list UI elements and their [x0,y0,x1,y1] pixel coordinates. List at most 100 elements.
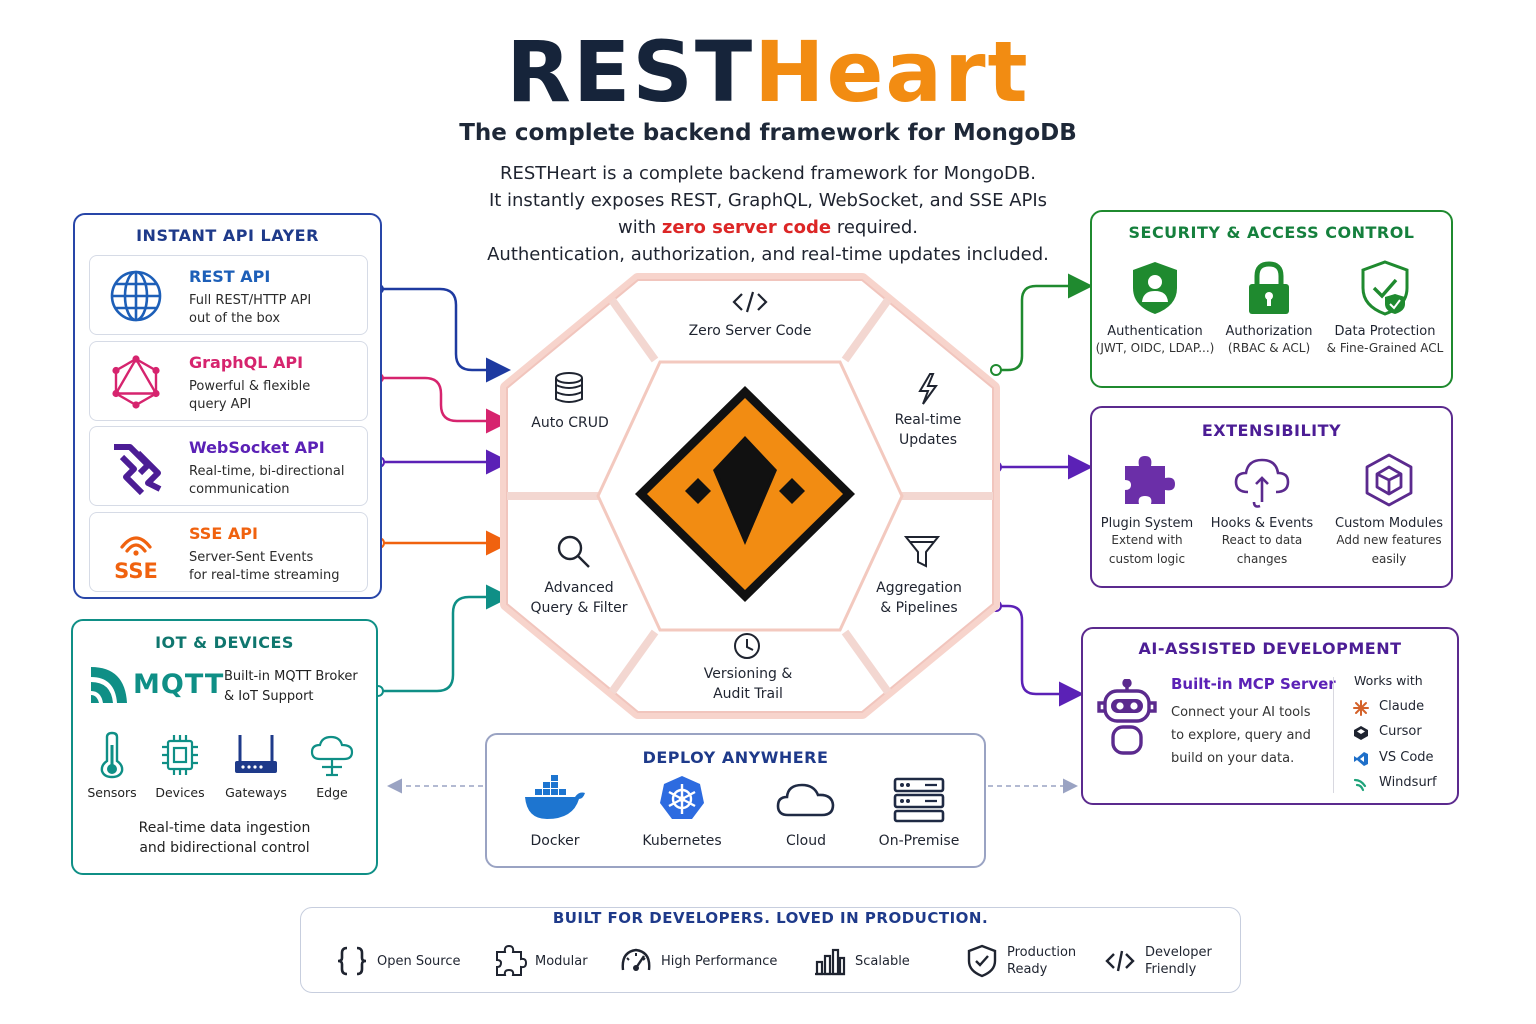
ai-development-panel: AI-ASSISTED DEVELOPMENT Built-in MCP Ser… [1081,627,1459,805]
gauge-icon [621,948,651,971]
sec-data-sub: & Fine-Grained ACL [1326,341,1444,355]
ext-modules-sub2: easily [1371,552,1407,566]
sec-data-title: Data Protection [1334,324,1436,339]
ai-body: Connect your AI tools to explore, query … [1171,701,1311,770]
kubernetes-icon [660,776,704,819]
rest-connector [374,284,511,383]
rest-api-card[interactable]: REST API Full REST/HTTP API out of the b… [89,255,368,335]
footer-developer-l1: Developer [1145,945,1212,960]
ai-title: AI-ASSISTED DEVELOPMENT [1138,639,1402,658]
sse-icon: SSE [114,536,158,581]
websocket-api-desc-2: communication [189,482,290,497]
page-subtitle: The complete backend framework for Mongo… [459,120,1077,146]
iot-gateways-label: Gateways [225,785,287,800]
edge-cloud-icon [310,735,354,777]
graphql-api-name: GraphQL API [189,353,304,372]
ai-heading: Built-in MCP Server [1171,675,1336,693]
tool-windsurf: Windsurf [1379,775,1437,790]
puzzle-icon [1125,456,1175,504]
footer-developer-text: Developer Friendly [1145,944,1212,978]
sec-auth-sub: (JWT, OIDC, LDAP...) [1095,341,1215,355]
desc-line-3: with zero server code required. [0,214,1536,241]
desc-line-2: It instantly exposes REST, GraphQL, WebS… [488,190,1048,211]
deploy-cloud: Cloud [751,775,861,849]
iot-connector [372,584,511,697]
graphql-api-desc-1: Powerful & flexible [189,379,311,394]
iot-devices: Devices [142,731,218,800]
rest-api-desc-2: out of the box [189,311,281,326]
ai-line-2: to explore, query and [1171,728,1311,743]
extensibility-panel: EXTENSIBILITY Plugin System Extend with … [1090,406,1453,588]
extensibility-connector [990,454,1093,480]
websocket-api-name: WebSocket API [189,438,325,457]
puzzle-outline-icon [496,944,527,976]
desc-line-4: Authentication, authorization, and real-… [487,244,1049,265]
extensibility-title: EXTENSIBILITY [1201,421,1342,440]
footer-high-performance: High Performance [619,941,777,981]
footer-high-performance-label: High Performance [661,953,778,969]
tool-claude: Claude [1379,699,1425,714]
ext-custom-modules: Custom Modules Add new features easily [1329,452,1449,569]
ai-divider [1333,677,1334,793]
check-shield-icon [1361,260,1409,316]
user-shield-icon [1133,262,1177,314]
core-crud-label: Auto CRUD [531,415,609,431]
footer-panel: BUILT FOR DEVELOPERS. LOVED IN PRODUCTIO… [300,907,1241,993]
sec-auth-title: Authentication [1107,324,1203,339]
core-version-l1: Versioning & [703,666,793,682]
deploy-kubernetes: Kubernetes [627,775,737,849]
iot-sensors: Sensors [74,731,150,800]
footer-production-l2: Ready [1007,962,1048,977]
graphql-api-card[interactable]: GraphQL API Powerful & flexible query AP… [89,341,368,421]
works-with-label: Works with [1354,673,1423,688]
security-title: SECURITY & ACCESS CONTROL [1128,223,1415,242]
security-connector [990,273,1093,376]
websocket-icon [114,444,162,495]
deploy-kubernetes-label: Kubernetes [642,833,722,849]
iot-sensors-label: Sensors [87,785,137,800]
sse-api-card[interactable]: SSE SSE API Server-Sent Events for real-… [89,512,368,592]
footer-production-l1: Production [1007,945,1077,960]
sec-authentication: Authentication (JWT, OIDC, LDAP...) [1095,260,1215,358]
footer-scalable: Scalable [813,941,910,981]
footer-developer-l2: Friendly [1145,962,1197,977]
core-diagram [500,273,1000,719]
core-version-l2: Audit Trail [713,686,783,702]
sse-api-name: SSE API [189,524,258,543]
footer-modular-label: Modular [535,953,588,969]
code-brackets-icon [1105,950,1135,972]
core-zero-label: Zero Server Code [688,323,812,339]
sse-icon-text: SSE [114,559,158,581]
tool-vscode: VS Code [1379,750,1434,765]
cursor-icon [1354,726,1368,740]
logo-heart: Heart [754,23,1030,121]
clock-icon [734,633,760,659]
graphql-connector [374,373,511,434]
magnifier-icon [557,535,590,568]
globe-icon [110,270,162,322]
core-aggr-l1: Aggregation [876,580,962,596]
deploy-docker: Docker [500,775,610,849]
logo-rest: REST [506,23,755,121]
ext-plugin-sub2: custom logic [1108,552,1186,566]
bar-chart-icon [815,948,846,976]
security-panel: SECURITY & ACCESS CONTROL Authentication… [1090,210,1453,388]
restheart-diamond-icon [635,386,855,602]
sse-api-desc-1: Server-Sent Events [189,550,314,565]
mqtt-label: MQTT [133,669,225,700]
iot-footer-2: and bidirectional control [139,840,310,856]
mqtt-desc-1: Built-in MQTT Broker [224,669,358,684]
websocket-api-card[interactable]: WebSocket API Real-time, bi-directional … [89,426,368,506]
database-icon [555,372,583,403]
core-aggregation: Aggregation& Pipelines [864,578,974,618]
footer-developer-friendly: Developer Friendly [1103,941,1212,981]
instant-api-layer-panel: INSTANT API LAYER REST API Full REST/HTT… [73,213,382,599]
deploy-anywhere-panel: DEPLOY ANYWHERE Docker Kubernetes Cloud [485,733,986,868]
deploy-title: DEPLOY ANYWHERE [642,748,829,767]
footer-open-source-label: Open Source [377,953,461,969]
websocket-connector [373,449,511,475]
footer-modular: Modular [493,941,588,981]
ext-plugin-system: Plugin System Extend with custom logic [1087,452,1207,569]
